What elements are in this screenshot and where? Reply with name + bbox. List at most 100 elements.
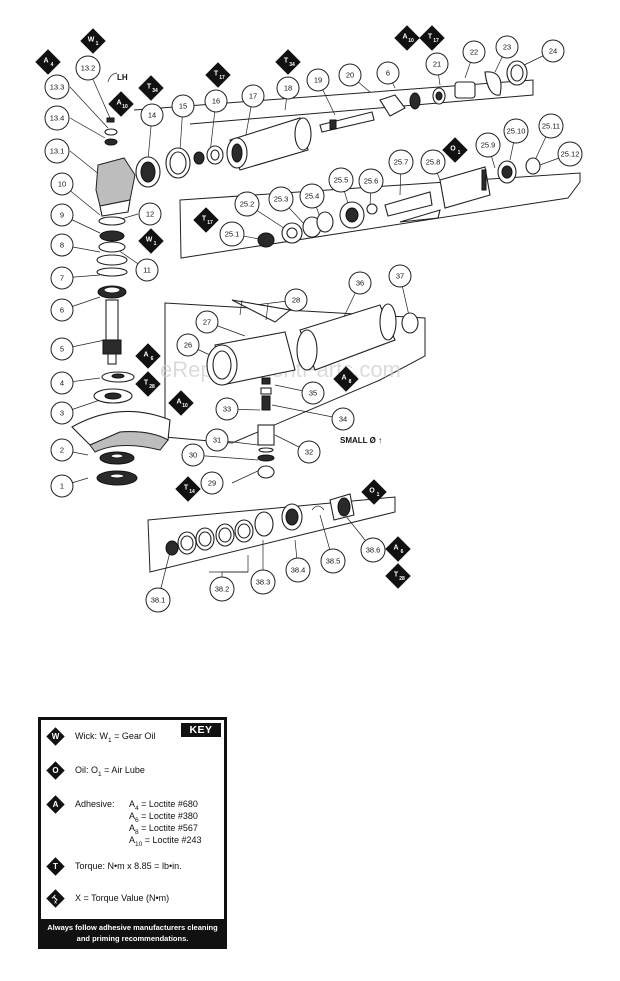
key-legend-box: KEY W Wick: W1 = Gear Oil O Oil: O1 = Ai…: [38, 717, 227, 949]
callout-label: 38.4: [291, 566, 306, 575]
callout-label: 12: [146, 210, 154, 219]
callout-38-3: 38.3: [250, 569, 276, 595]
callout-25-11: 25.11: [538, 113, 564, 139]
callout-label: 17: [249, 92, 257, 101]
badge-subscript: 8: [349, 379, 352, 385]
callout-38-2: 38.2: [209, 576, 235, 602]
callout-label: 38.3: [256, 578, 271, 587]
spec-badge-icon: A10: [108, 91, 134, 117]
badge-letter: T: [214, 71, 219, 78]
badge-subscript: 1: [154, 241, 157, 247]
callout-24: 24: [541, 39, 565, 63]
badge-subscript: 4: [51, 62, 54, 68]
callout-25-2: 25.2: [234, 191, 260, 217]
callout-label: 24: [549, 47, 557, 56]
callout-38-4: 38.4: [285, 557, 311, 583]
badge-subscript: 10: [408, 38, 414, 44]
callout-3: 3: [50, 401, 74, 425]
spec-badge-icon: A6: [385, 536, 411, 562]
callout-1: 1: [50, 474, 74, 498]
spec-badge-icon: W1: [138, 228, 164, 254]
callout-label: 28: [292, 296, 300, 305]
callout-label: 18: [284, 84, 292, 93]
callout-label: 20: [346, 71, 354, 80]
badge-letter: T: [428, 34, 433, 41]
callout-38-5: 38.5: [320, 548, 346, 574]
callout-34: 34: [331, 407, 355, 431]
adhesive-a6: A6 = Loctite #380: [129, 811, 198, 824]
exploded-parts-diagram: eReplacementParts.com: [35, 25, 583, 613]
callout-6b: 6: [376, 61, 400, 85]
badge-letter: T: [184, 485, 189, 492]
callout-label: 13.1: [50, 147, 65, 156]
badge-subscript: 10: [122, 104, 128, 110]
adhesive-a8: A8 = Loctite #567: [129, 823, 198, 836]
callout-12: 12: [138, 202, 162, 226]
badge-letter: A: [143, 352, 148, 359]
callout-label: 4: [60, 379, 64, 388]
callout-label: 25.2: [240, 200, 255, 209]
callout-38-1: 38.1: [145, 587, 171, 613]
badge-subscript: 34: [152, 88, 158, 94]
callout-label: 22: [470, 48, 478, 57]
callout-25-5: 25.5: [328, 167, 354, 193]
key-footer-note: Always follow adhesive manufacturers cle…: [47, 923, 218, 943]
adhesive-icon: A: [46, 795, 65, 814]
callout-label: 5: [60, 345, 64, 354]
spec-badge-icon: T28: [385, 563, 411, 589]
callout-label: 1: [60, 482, 64, 491]
spec-badge-icon: A4: [35, 49, 61, 75]
bottom-panel-outline: [147, 496, 396, 573]
oil-icon: O: [46, 761, 65, 780]
callout-label: 25.4: [305, 192, 320, 201]
spec-badge-icon: O1: [442, 137, 468, 163]
callout-9: 9: [50, 203, 74, 227]
spec-badge-icon: A8: [333, 366, 359, 392]
callout-label: 38.2: [215, 585, 230, 594]
bottom-row-parts: [165, 493, 355, 556]
callout-32: 32: [297, 440, 321, 464]
badge-letter: A: [393, 545, 398, 552]
callout-label: 7: [60, 274, 64, 283]
adhesive-a10: A10 = Loctite #243: [129, 835, 202, 848]
badge-letter: A: [176, 399, 181, 406]
callout-37: 37: [388, 264, 412, 288]
callout-33: 33: [215, 397, 239, 421]
badge-subscript: 14: [189, 489, 195, 495]
callout-label: 16: [212, 97, 220, 106]
badge-letter: A: [43, 58, 48, 65]
small-diameter-note: SMALL Ø ↑: [340, 436, 382, 445]
callout-23: 23: [495, 35, 519, 59]
torque-icon: T: [46, 857, 65, 876]
key-legend-body: KEY W Wick: W1 = Gear Oil O Oil: O1 = Ai…: [41, 720, 224, 919]
callout-25-10: 25.10: [503, 118, 529, 144]
callout-22: 22: [462, 40, 486, 64]
callout-19: 19: [306, 68, 330, 92]
callout-label: 10: [58, 180, 66, 189]
callout-29: 29: [200, 471, 224, 495]
badge-subscript: 28: [149, 384, 155, 390]
callout-label: 15: [179, 102, 187, 111]
callout-25-9: 25.9: [475, 132, 501, 158]
upper-panel-outline: [133, 79, 534, 125]
badge-subscript: 6: [401, 549, 404, 555]
key-oil-text: Oil: O: [75, 765, 99, 775]
badge-subscript: 28: [399, 576, 405, 582]
key-torque-value-text: X = Torque Value (N•m): [75, 893, 170, 903]
callout-label: 21: [433, 60, 441, 69]
badge-letter: T: [394, 572, 399, 579]
callout-13-3: 13.3: [44, 74, 70, 100]
callout-13-2: 13.2: [75, 55, 101, 81]
callout-label: 31: [213, 436, 221, 445]
callout-17: 17: [241, 84, 265, 108]
adhesive-a4: A4 = Loctite #680: [129, 799, 198, 812]
badge-subscript: 17: [219, 75, 225, 81]
lower-row-parts: [206, 299, 419, 479]
badge-letter: A: [116, 100, 121, 107]
callout-label: 9: [60, 211, 64, 220]
callout-15: 15: [171, 94, 195, 118]
callout-38-6: 38.6: [360, 537, 386, 563]
badge-letter: A: [402, 34, 407, 41]
callout-26: 26: [176, 333, 200, 357]
